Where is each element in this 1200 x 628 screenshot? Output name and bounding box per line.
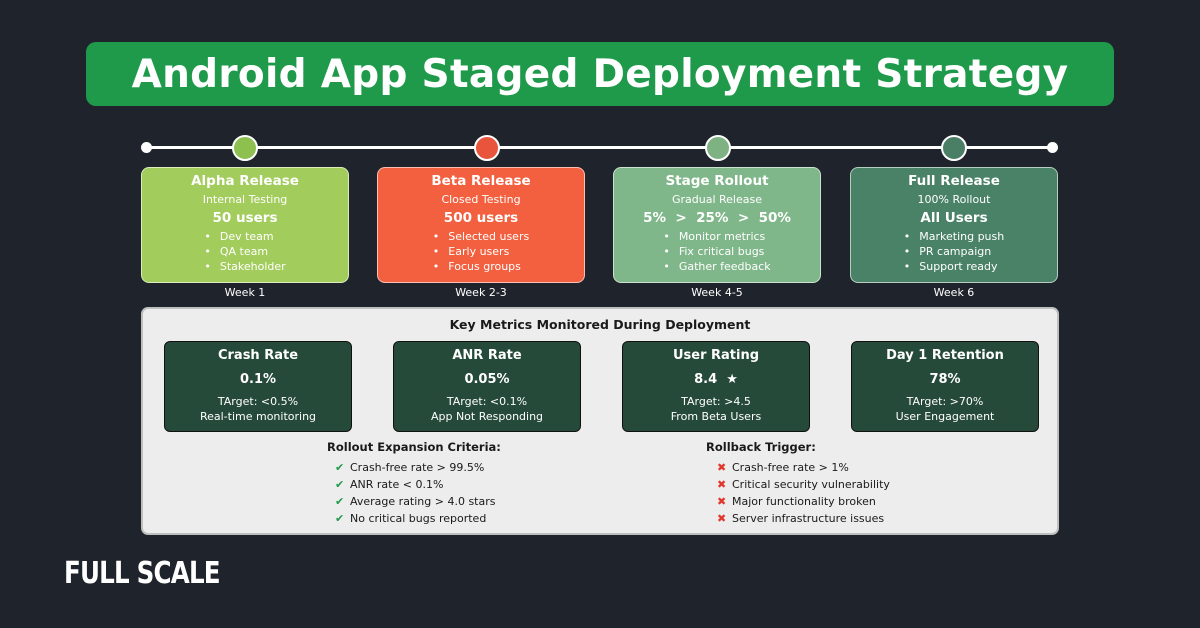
stage-count: 50 users [212, 210, 278, 226]
stage-week-label: Week 6 [933, 286, 975, 299]
trigger-text: Server infrastructure issues [732, 512, 885, 525]
stage-week-label: Week 1 [224, 286, 266, 299]
expansion-criteria-list: ✔ Crash-free rate > 99.5% ✔ ANR rate < 0.1… [335, 459, 496, 527]
title-banner: Android App Staged Deployment Strategy [86, 42, 1114, 106]
metric-description: App Not Responding [430, 410, 544, 423]
stage-title: Stage Rollout [665, 173, 769, 189]
trigger-text: Critical security vulnerability [732, 478, 890, 491]
stage-list-item: Dev team [204, 229, 285, 244]
stage-week-label: Week 4-5 [691, 286, 743, 299]
metric-title: User Rating [672, 348, 760, 363]
stage-list-item: QA team [204, 244, 285, 259]
stage-list-item: Monitor metrics [663, 229, 770, 244]
stage-title: Alpha Release [191, 173, 299, 189]
metric-description: From Beta Users [670, 410, 762, 423]
metric-description: User Engagement [895, 410, 995, 423]
list-item: ✔ Average rating > 4.0 stars [335, 493, 496, 510]
stage-list-item: PR campaign [904, 244, 1004, 259]
metric-target: TArget: <0.1% [446, 395, 528, 408]
metric-target: TArget: >70% [906, 395, 984, 408]
rollback-trigger-heading: Rollback Trigger: [706, 440, 816, 454]
timeline-line [146, 146, 1053, 149]
check-icon: ✔ [335, 478, 345, 491]
metric-target: TArget: <0.5% [217, 395, 299, 408]
list-item: ✔ No critical bugs reported [335, 510, 496, 527]
metrics-panel-title: Key Metrics Monitored During Deployment [449, 317, 751, 332]
list-item: ✖ Critical security vulnerability [717, 476, 890, 493]
stage-list-item: Gather feedback [663, 259, 771, 274]
metric-card-anr-rate: ANR Rate 0.05% TArget: <0.1% App Not Res… [393, 341, 581, 432]
timeline-dot-full [941, 135, 967, 161]
list-item: ✔ Crash-free rate > 99.5% [335, 459, 496, 476]
stage-list-item: Marketing push [904, 229, 1004, 244]
stage-list: Marketing push PR campaign Support ready [904, 229, 1004, 274]
criteria-text: No critical bugs reported [350, 512, 487, 525]
stage-card-beta: Beta Release Closed Testing 500 users Se… [377, 167, 585, 283]
stage-list-item: Focus groups [433, 259, 529, 274]
timeline-end-dot [1047, 142, 1058, 153]
stage-card-full: Full Release 100% Rollout All Users Mark… [850, 167, 1058, 283]
timeline-start-dot [141, 142, 152, 153]
criteria-text: ANR rate < 0.1% [350, 478, 444, 491]
metrics-panel: Key Metrics Monitored During Deployment … [141, 307, 1059, 535]
stage-card-rollout: Stage Rollout Gradual Release 5% > 25% >… [613, 167, 821, 283]
metric-card-day1-retention: Day 1 Retention 78% TArget: >70% User En… [851, 341, 1039, 432]
stage-count: 500 users [443, 210, 519, 226]
metric-value: 8.4 ★ [694, 372, 738, 387]
metric-value: 0.05% [464, 372, 510, 387]
stage-list-item: Early users [433, 244, 529, 259]
timeline-dot-stage [705, 135, 731, 161]
list-item: ✖ Server infrastructure issues [717, 510, 890, 527]
metric-description: Real-time monitoring [199, 410, 317, 423]
rollback-trigger-list: ✖ Crash-free rate > 1% ✖ Critical security… [717, 459, 890, 527]
metric-value: 0.1% [239, 372, 277, 387]
page-title: Android App Staged Deployment Strategy [131, 51, 1069, 97]
criteria-text: Average rating > 4.0 stars [350, 495, 496, 508]
stage-card-alpha: Alpha Release Internal Testing 50 users … [141, 167, 349, 283]
list-item: ✖ Crash-free rate > 1% [717, 459, 890, 476]
metric-target: TArget: >4.5 [681, 395, 751, 408]
expansion-criteria-heading: Rollout Expansion Criteria: [327, 440, 501, 454]
cross-icon: ✖ [717, 495, 727, 508]
stage-list: Monitor metrics Fix critical bugs Gather… [663, 229, 771, 274]
cross-icon: ✖ [717, 461, 727, 474]
metric-title: Day 1 Retention [886, 348, 1004, 363]
cross-icon: ✖ [717, 478, 727, 491]
stage-list-item: Selected users [433, 229, 529, 244]
check-icon: ✔ [335, 461, 345, 474]
stage-list-item: Support ready [904, 259, 1004, 274]
stage-list: Selected users Early users Focus groups [433, 229, 529, 274]
check-icon: ✔ [335, 495, 345, 508]
metric-title: Crash Rate [217, 348, 299, 363]
criteria-text: Crash-free rate > 99.5% [350, 461, 485, 474]
stage-title: Beta Release [431, 173, 531, 189]
list-item: ✖ Major functionality broken [717, 493, 890, 510]
stage-subtitle: 100% Rollout [917, 193, 991, 206]
stage-week-label: Week 2-3 [455, 286, 507, 299]
list-item: ✔ ANR rate < 0.1% [335, 476, 496, 493]
check-icon: ✔ [335, 512, 345, 525]
metric-title: ANR Rate [452, 348, 522, 363]
metric-card-crash-rate: Crash Rate 0.1% TArget: <0.5% Real-time … [164, 341, 352, 432]
stage-count: All Users [920, 210, 988, 226]
stage-list-item: Fix critical bugs [663, 244, 770, 259]
stage-list: Dev team QA team Stakeholder [204, 229, 286, 274]
stage-title: Full Release [908, 173, 1000, 189]
trigger-text: Crash-free rate > 1% [732, 461, 849, 474]
timeline-dot-beta [474, 135, 500, 161]
stage-subtitle: Gradual Release [671, 193, 762, 206]
cross-icon: ✖ [717, 512, 727, 525]
stage-count: 5% > 25% > 50% [643, 210, 791, 226]
stage-subtitle: Closed Testing [441, 193, 521, 206]
stage-list-item: Stakeholder [204, 259, 286, 274]
metric-value: 78% [929, 372, 961, 387]
metric-card-user-rating: User Rating 8.4 ★ TArget: >4.5 From Beta… [622, 341, 810, 432]
stage-subtitle: Internal Testing [202, 193, 288, 206]
trigger-text: Major functionality broken [732, 495, 876, 508]
timeline-dot-alpha [232, 135, 258, 161]
brand-logo: FULL SCALE [64, 556, 221, 591]
